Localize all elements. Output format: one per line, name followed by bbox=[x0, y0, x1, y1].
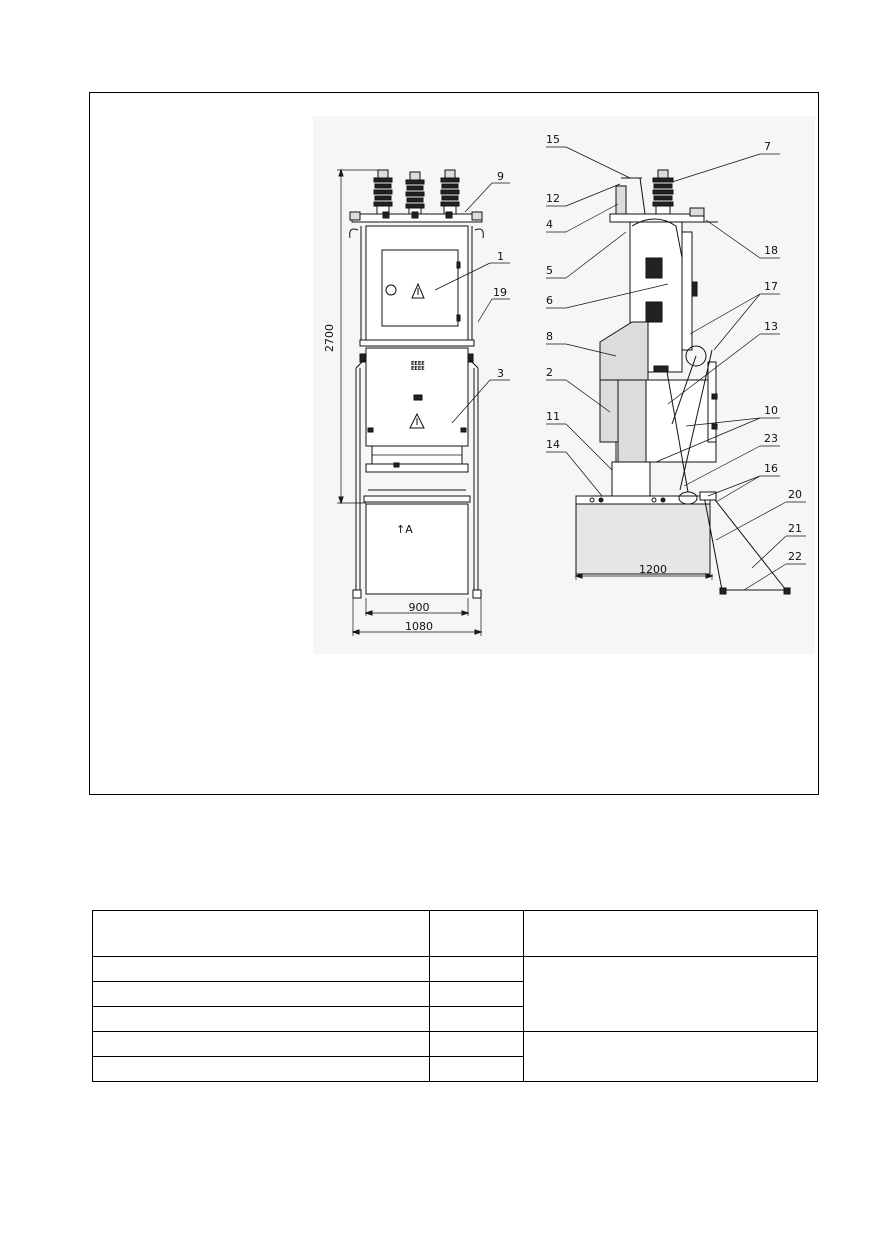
callout-22: 22 bbox=[788, 550, 802, 563]
front-dimensions: 2700 900 1080 bbox=[323, 168, 483, 636]
callout-8: 8 bbox=[546, 330, 553, 343]
callout-14: 14 bbox=[546, 438, 560, 451]
table-cell bbox=[429, 956, 524, 982]
table-cell bbox=[92, 1006, 430, 1032]
table-cell bbox=[92, 1056, 430, 1082]
front-callouts: 1 3 9 19 bbox=[434, 170, 510, 424]
table-row bbox=[92, 910, 818, 957]
callout-7: 7 bbox=[764, 140, 771, 153]
front-view: EEEE EEEE ↑A bbox=[349, 169, 484, 599]
callout-23: 23 bbox=[764, 432, 778, 445]
callout-12: 12 bbox=[546, 192, 560, 205]
callout-19: 19 bbox=[493, 286, 507, 299]
table-cell bbox=[429, 1031, 524, 1057]
callout-20: 20 bbox=[788, 488, 802, 501]
svg-text:EEEE: EEEE bbox=[411, 361, 425, 367]
callout-9: 9 bbox=[497, 170, 504, 183]
callout-6: 6 bbox=[546, 294, 553, 307]
dim-inner-width: 900 bbox=[409, 601, 430, 614]
callout-3: 3 bbox=[497, 367, 504, 380]
callout-10: 10 bbox=[764, 404, 778, 417]
svg-text:EEEE: EEEE bbox=[411, 366, 425, 372]
table-cell bbox=[92, 1031, 430, 1057]
table-cell bbox=[523, 1031, 818, 1082]
table-row bbox=[92, 1031, 818, 1082]
table-cell bbox=[429, 1006, 524, 1032]
dim-outer-width: 1080 bbox=[405, 620, 433, 633]
table-row bbox=[92, 956, 818, 1032]
side-view bbox=[575, 169, 791, 595]
table-cell bbox=[523, 910, 818, 957]
dim-height: 2700 bbox=[323, 324, 336, 352]
figure-frame bbox=[89, 92, 819, 795]
callout-2: 2 bbox=[546, 366, 553, 379]
callout-13: 13 bbox=[764, 320, 778, 333]
table-cell bbox=[92, 981, 430, 1007]
table-row bbox=[92, 1056, 818, 1082]
table-cell bbox=[429, 910, 524, 957]
top-bushings bbox=[373, 169, 460, 215]
callout-11: 11 bbox=[546, 410, 560, 423]
callout-16: 16 bbox=[764, 462, 778, 475]
callout-4: 4 bbox=[546, 218, 553, 231]
callout-21: 21 bbox=[788, 522, 802, 535]
table-cell bbox=[429, 1056, 524, 1082]
table-cell bbox=[92, 956, 430, 982]
callout-15: 15 bbox=[546, 133, 560, 146]
table-row bbox=[92, 1006, 818, 1032]
callout-17: 17 bbox=[764, 280, 778, 293]
spec-table bbox=[92, 910, 818, 1082]
callout-1: 1 bbox=[497, 250, 504, 263]
table-row bbox=[92, 981, 818, 1007]
side-dimensions: 1200 bbox=[574, 563, 714, 580]
table-cell bbox=[92, 910, 430, 957]
dim-depth: 1200 bbox=[639, 563, 667, 576]
svg-text:↑A: ↑A bbox=[396, 523, 413, 536]
table-cell bbox=[523, 956, 818, 1032]
table-cell bbox=[429, 981, 524, 1007]
callout-18: 18 bbox=[764, 244, 778, 257]
callout-5: 5 bbox=[546, 264, 553, 277]
side-callouts: 15 7 12 4 18 5 6 17 8 13 2 10 11 23 14 bbox=[546, 133, 806, 591]
